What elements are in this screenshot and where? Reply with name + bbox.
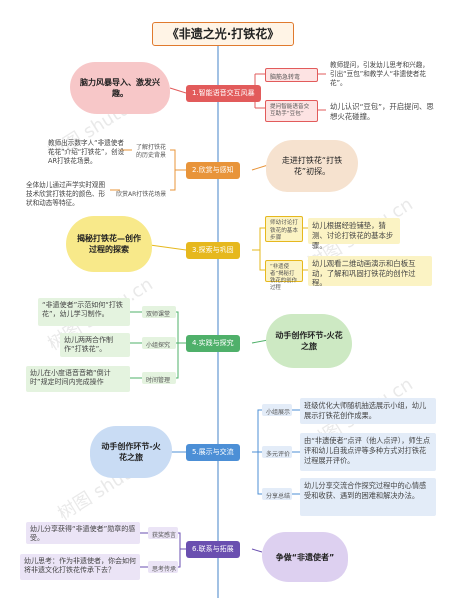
s4-sub1-text: “非遗使者”示范如何“打铁花”，幼儿学习制作。 [38,298,130,326]
s5-topic[interactable]: 5.展示与交流 [186,444,240,461]
s4-cloud: 动手创作环节-火花之旅 [266,314,352,368]
s1-sub2-label: 提问智能语音交互助手“豆包” [265,100,318,122]
s1-cloud: 脑力风暴导入、激发兴趣。 [70,62,170,114]
s4-sub3-text: 幼儿在小度语音音箱“倒计时”规定时间内完成操作 [26,366,130,392]
s2-sub2-label: 欣赏AR打铁花场景 [116,191,167,198]
s4-topic[interactable]: 4.实践与探究 [186,335,240,352]
s1-sub1-text: 教师提问，引发幼儿思考和兴趣，引出“豆包”和教学人“非遗使者花花”。 [330,61,429,87]
s5-sub1-text: 班级优化大师随机抽选展示小组，幼儿展示打铁花创作成果。 [300,398,436,424]
s4-sub1-label: 双师课堂 [142,306,176,318]
s4-sub2-label: 小组探究 [142,337,176,349]
s3-topic[interactable]: 3.探索与巩固 [186,242,240,259]
s2-sub1-text: 教师出示数字人“非遗使者花花”介绍“打铁花”，创设AR打铁花场景。 [48,139,125,165]
s5-cloud: 动手创作环节-火花之旅 [90,426,172,478]
s6-sub2-text: 幼儿思考：作为非遗使者，你会如何将非遗文化打铁花传承下去？ [20,554,140,580]
diagram-title: 《非遗之光·打铁花》 [152,22,294,46]
s2-sub2-text: 全体幼儿通过声学实时观图技术欣赏打铁花的颜色、形状和动态等特征。 [26,181,106,207]
s6-sub1-label: 获奖感言 [148,527,178,539]
s2-sub1-label: 了解打铁花的历史背景 [136,144,167,159]
s5-sub2-label: 多元评价 [262,446,292,458]
s6-sub1-text: 幼儿分享获得“非遗使者”勋章的感受。 [26,522,140,544]
s4-sub2-text: 幼儿两两合作制作“打铁花”。 [60,333,130,357]
s2-cloud: 走进打铁花“打铁花”初探。 [266,140,358,192]
s5-sub3-label: 分享总结 [262,488,292,500]
s5-sub1-label: 小组展示 [262,404,292,416]
s3-sub2-text: 幼儿观看二维动画演示和白板互动，了解和巩固打铁花的创作过程。 [308,256,432,287]
s6-topic[interactable]: 6.联系与拓展 [186,541,240,558]
s1-topic[interactable]: 1.智能语音交互风暴 [186,85,261,102]
s1-sub1-label: 脑筋急转弯 [265,68,318,82]
s6-sub2-label: 思考传承 [148,561,178,573]
s2-topic[interactable]: 2.欣赏与感知 [186,162,240,179]
s3-sub1-label: 师幼讨论打铁花的基本步骤 [265,216,303,242]
s5-sub2-text: 由“非遗使者”点评（他人点评），师生点评和幼儿自我点评等多种方式对打铁花过程展开… [300,433,436,471]
s4-sub3-label: 时间管理 [142,372,176,384]
s3-cloud: 揭秘打铁花—创作过程的探索 [66,216,152,272]
s6-cloud: 争做“非遗使者” [262,532,348,582]
s5-sub3-text: 幼儿分享交流合作探究过程中的心情感受和收获、遇到的困难和解决办法。 [300,478,436,516]
s1-sub2-text: 幼儿认识“豆包”，开启提问、思想火花碰撞。 [330,102,434,121]
s3-sub2-label: “非遗使者”揭秘打铁花的创作过程 [265,260,303,291]
s3-sub1-text: 幼儿根据经验铺垫，猜测、讨论打铁花的基本步骤。 [308,218,400,250]
